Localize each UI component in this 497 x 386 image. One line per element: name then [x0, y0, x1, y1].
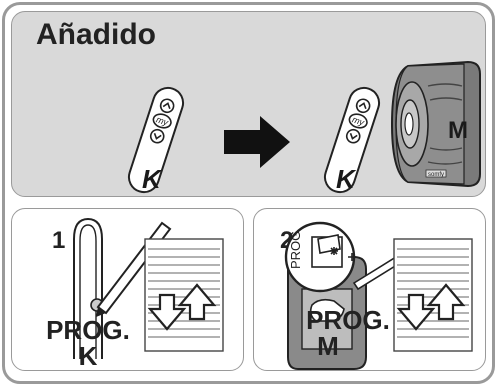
step-2-prog-label: PROG. [306, 305, 390, 335]
remote-k-illustration: my K [127, 86, 185, 194]
my-button-icon [348, 113, 368, 129]
somfy-badge-text: somfy [428, 172, 444, 178]
up-arrow-icon [426, 283, 466, 321]
down-arrow-icon [396, 293, 436, 331]
adding-panel: Añadido my K my [11, 11, 486, 197]
remote-letter: K [142, 164, 163, 194]
down-button-icon [345, 128, 361, 144]
my-button-icon [152, 113, 172, 129]
step-2-letter: M [317, 331, 339, 361]
my-button-text: my [155, 114, 170, 127]
up-button-icon [355, 98, 371, 114]
blind-icon [144, 238, 224, 352]
spark-icon [330, 247, 356, 261]
down-button-icon [149, 128, 165, 144]
up-arrow-icon [177, 283, 217, 321]
step-2-panel: 2 PROG [253, 208, 486, 371]
my-button-text: my [351, 114, 366, 127]
step-2-illustration: PROG [284, 221, 473, 370]
motor-letter: M [448, 117, 468, 144]
step-1-panel: 1 [11, 208, 244, 371]
step-1-number: 1 [52, 227, 66, 254]
down-arrow-icon [147, 293, 187, 331]
arrow-right-icon [224, 116, 290, 168]
hand-icon [309, 298, 345, 322]
step-1-illustration [73, 217, 224, 359]
remote-back-outline [73, 217, 103, 359]
motor-head-illustration: somfy M [390, 60, 481, 188]
remote-letter-2: K [336, 164, 357, 194]
step-1-prog-label: PROG. [46, 315, 130, 345]
step-1-letter: K [78, 341, 98, 371]
remote-k-illustration-2: my K [323, 86, 381, 194]
blind-icon [393, 238, 473, 352]
panel-title: Añadido [36, 18, 156, 51]
somfy-badge [425, 169, 447, 178]
up-button-icon [159, 98, 175, 114]
prog-text: PROG [288, 231, 303, 269]
